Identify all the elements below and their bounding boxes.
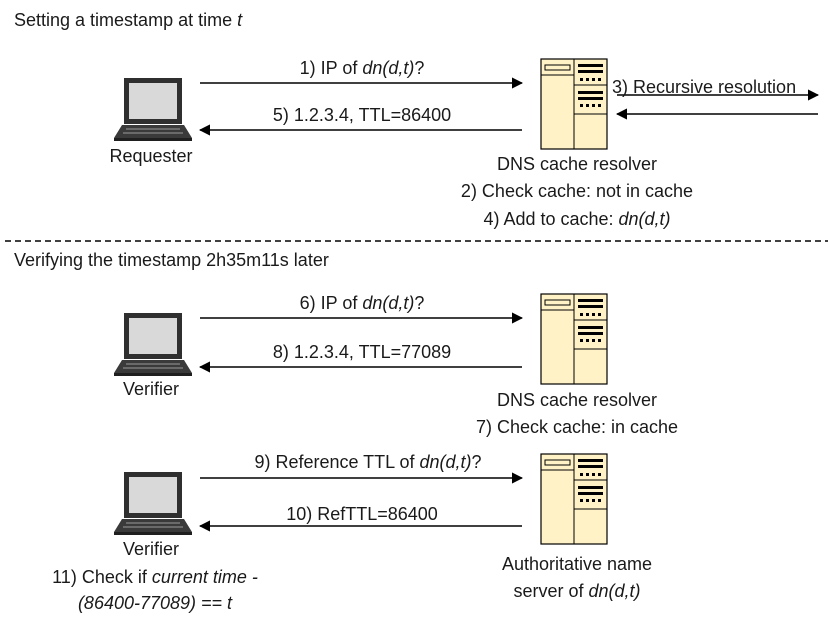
msg5-label: 5) 1.2.3.4, TTL=86400 [272, 105, 452, 125]
msg10-label: 10) RefTTL=86400 [286, 504, 438, 524]
auth-label-line1: Authoritative name [501, 554, 653, 574]
verifier-label: Verifier [122, 379, 180, 399]
resolver-label-2: DNS cache resolver [496, 390, 658, 410]
resolver-server-icon-2 [540, 293, 608, 385]
note7: 7) Check cache: in cache [475, 417, 679, 437]
authoritative-server-icon [540, 453, 608, 545]
resolver-label: DNS cache resolver [496, 154, 658, 174]
section1-title: Setting a timestamp at time t [14, 10, 243, 30]
msg1-label: 1) IP of dn(d,t)? [299, 58, 425, 78]
note4: 4) Add to cache: dn(d,t) [483, 209, 671, 229]
verifier-label-2: Verifier [122, 539, 180, 559]
verifier-laptop-icon [113, 312, 193, 377]
auth-label-line2: server of dn(d,t) [513, 581, 641, 601]
requester-label: Requester [109, 146, 193, 166]
msg3-label: 3) Recursive resolution [612, 77, 797, 97]
note2: 2) Check cache: not in cache [460, 181, 694, 201]
msg6-label: 6) IP of dn(d,t)? [299, 293, 425, 313]
section2-title: Verifying the timestamp 2h35m11s later [14, 250, 329, 270]
msg8-label: 8) 1.2.3.4, TTL=77089 [272, 342, 452, 362]
note11-line2: (86400-77089) == t [77, 593, 233, 613]
verifier-laptop-icon-2 [113, 471, 193, 536]
note11-line1: 11) Check if current time - [52, 567, 258, 587]
requester-laptop-icon [113, 77, 193, 142]
msg9-label: 9) Reference TTL of dn(d,t)? [254, 452, 482, 472]
resolver-server-icon [540, 58, 608, 150]
